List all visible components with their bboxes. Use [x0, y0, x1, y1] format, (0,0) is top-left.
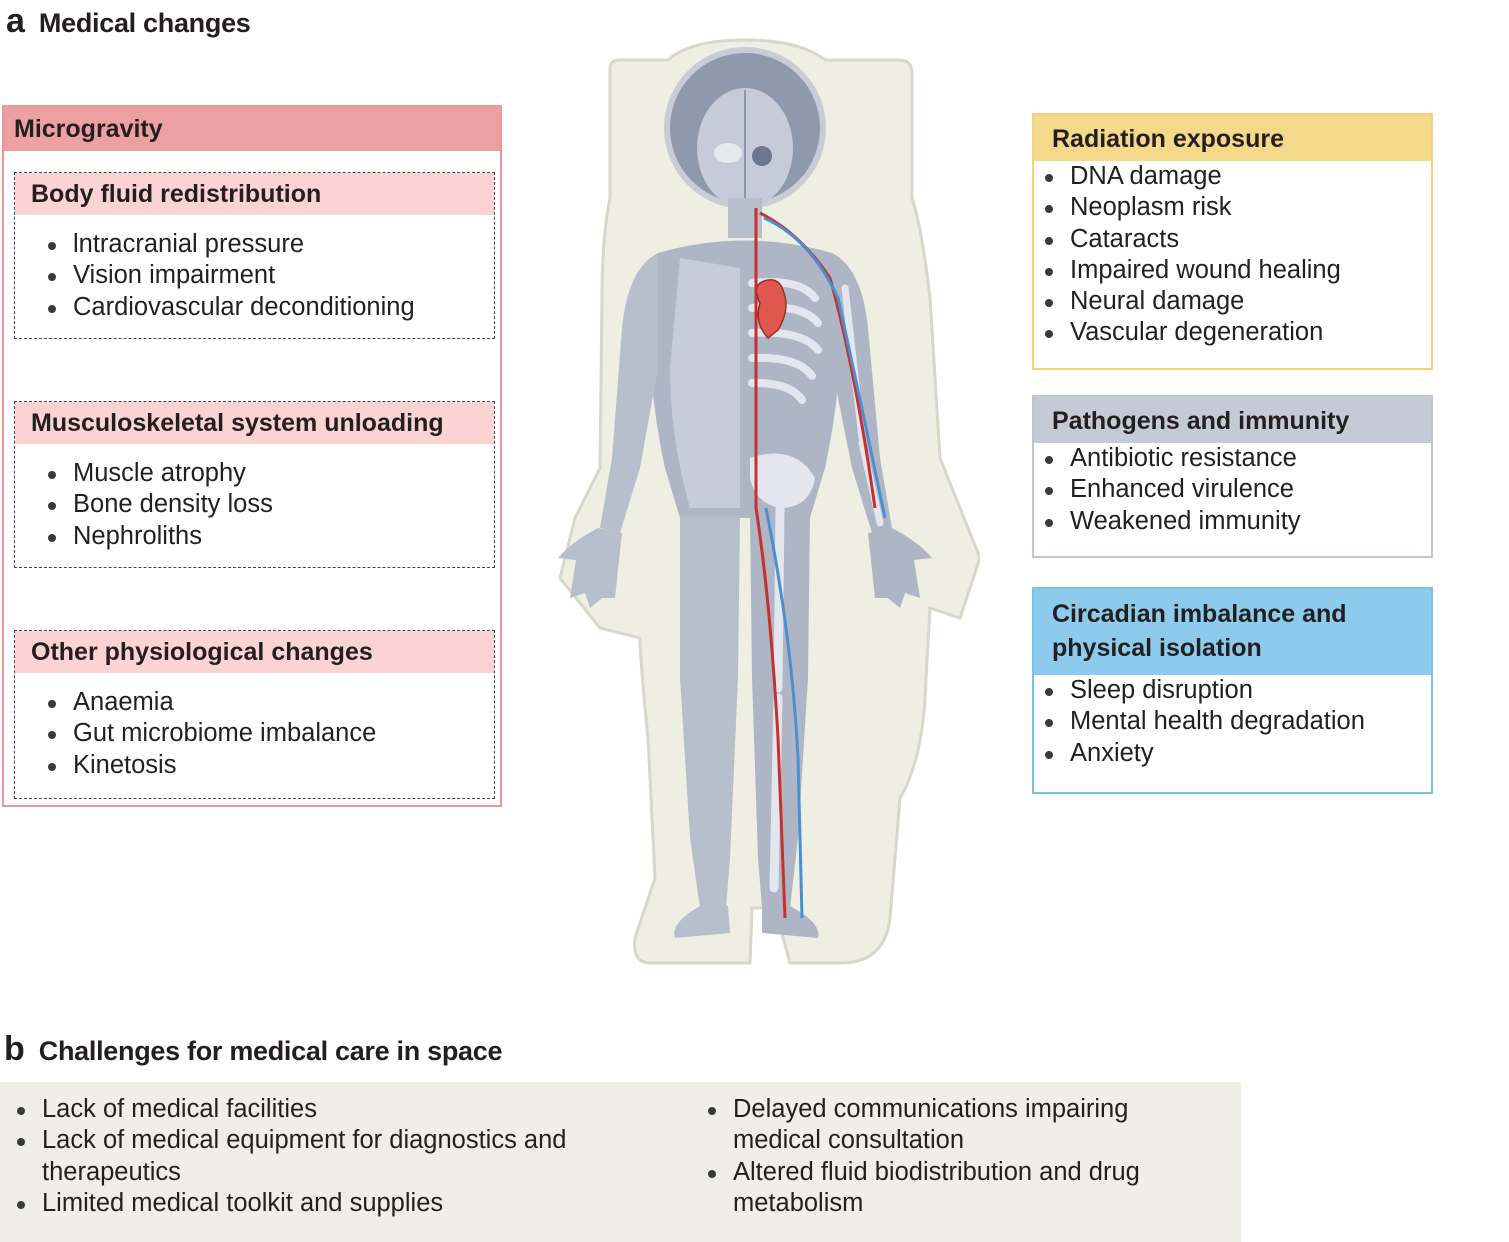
challenges-left-column: Lack of medical facilities Lack of medic…	[6, 1094, 586, 1219]
left-arm	[600, 253, 658, 533]
list-item: lntracranial pressure	[37, 229, 494, 260]
challenges-right-list: Delayed communications impairing medical…	[697, 1094, 1217, 1219]
body-fluid-list: lntracranial pressure Vision impairment …	[15, 215, 494, 323]
list-item: Neoplasm risk	[1034, 192, 1431, 223]
list-item: Vascular degeneration	[1034, 317, 1431, 348]
list-item: DNA damage	[1034, 161, 1431, 192]
pathogens-title: Pathogens and immunity	[1034, 397, 1431, 443]
list-item: Anxiety	[1034, 738, 1431, 769]
list-item: Kinetosis	[37, 750, 494, 781]
radiation-list: DNA damage Neoplasm risk Cataracts Impai…	[1034, 161, 1431, 349]
panel-b-letter: b	[4, 1030, 25, 1068]
list-item: Cataracts	[1034, 224, 1431, 255]
body-fluid-title: Body fluid redistribution	[15, 173, 494, 215]
circadian-title-line2: physical isolation	[1052, 634, 1262, 662]
list-item: Neural damage	[1034, 286, 1431, 317]
left-hand	[558, 528, 622, 608]
list-item: Altered fluid biodistribution and drug m…	[697, 1157, 1217, 1220]
human-body-illustration	[558, 38, 980, 965]
list-item: Cardiovascular deconditioning	[37, 292, 494, 323]
left-leg	[680, 516, 740, 908]
other-changes-group: Other physiological changes Anaemia Gut …	[14, 630, 495, 799]
microgravity-box: Microgravity Body fluid redistribution l…	[2, 105, 502, 807]
circadian-title-line1: Circadian imbalance and	[1052, 600, 1347, 628]
list-item: Enhanced virulence	[1034, 474, 1431, 505]
pelvis	[750, 453, 815, 508]
blood-vessels	[754, 208, 887, 919]
panel-a-letter: a	[6, 2, 25, 40]
skull-eye	[752, 146, 772, 166]
list-item: Gut microbiome imbalance	[37, 718, 494, 749]
list-item: Lack of medical facilities	[6, 1094, 586, 1125]
musculoskeletal-group: Musculoskeletal system unloading Muscle …	[14, 401, 495, 568]
list-item: Lack of medical equipment for diagnostic…	[6, 1125, 586, 1188]
eye-patch	[714, 143, 742, 163]
other-changes-list: Anaemia Gut microbiome imbalance Kinetos…	[15, 673, 494, 781]
right-hand	[868, 528, 932, 608]
list-item: Bone density loss	[37, 489, 494, 520]
list-item: Weakened immunity	[1034, 506, 1431, 537]
list-item: Impaired wound healing	[1034, 255, 1431, 286]
radiation-box: Radiation exposure DNA damage Neoplasm r…	[1032, 113, 1433, 370]
list-item: Vision impairment	[37, 260, 494, 291]
musculoskeletal-title: Musculoskeletal system unloading	[15, 402, 494, 444]
microgravity-title: Microgravity	[4, 107, 500, 151]
musculoskeletal-list: Muscle atrophy Bone density loss Nephrol…	[15, 444, 494, 552]
list-item: Muscle atrophy	[37, 458, 494, 489]
panel-a-title: Medical changes	[38, 8, 251, 38]
pathogens-box: Pathogens and immunity Antibiotic resist…	[1032, 395, 1433, 558]
heart	[755, 279, 787, 340]
pathogens-list: Antibiotic resistance Enhanced virulence…	[1034, 443, 1431, 537]
challenges-box: Lack of medical facilities Lack of medic…	[0, 1082, 1241, 1242]
circadian-title: Circadian imbalance and physical isolati…	[1034, 589, 1431, 675]
right-foot	[762, 906, 819, 938]
list-item: Delayed communications impairing medical…	[697, 1094, 1217, 1157]
circadian-list: Sleep disruption Mental health degradati…	[1034, 675, 1431, 769]
list-item: Antibiotic resistance	[1034, 443, 1431, 474]
list-item: Sleep disruption	[1034, 675, 1431, 706]
challenges-right-column: Delayed communications impairing medical…	[697, 1094, 1217, 1219]
radiation-title: Radiation exposure	[1034, 115, 1431, 161]
panel-a-heading: a Medical changes	[6, 2, 251, 41]
other-changes-title: Other physiological changes	[15, 631, 494, 673]
challenges-left-list: Lack of medical facilities Lack of medic…	[6, 1094, 586, 1219]
left-foot	[674, 906, 730, 938]
list-item: Limited medical toolkit and supplies	[6, 1188, 586, 1219]
circadian-box: Circadian imbalance and physical isolati…	[1032, 587, 1433, 794]
body-fluid-group: Body fluid redistribution lntracranial p…	[14, 172, 495, 339]
list-item: Mental health degradation	[1034, 706, 1431, 737]
panel-b-heading: b Challenges for medical care in space	[4, 1030, 502, 1069]
list-item: Nephroliths	[37, 521, 494, 552]
list-item: Anaemia	[37, 687, 494, 718]
panel-b-title: Challenges for medical care in space	[38, 1036, 503, 1066]
